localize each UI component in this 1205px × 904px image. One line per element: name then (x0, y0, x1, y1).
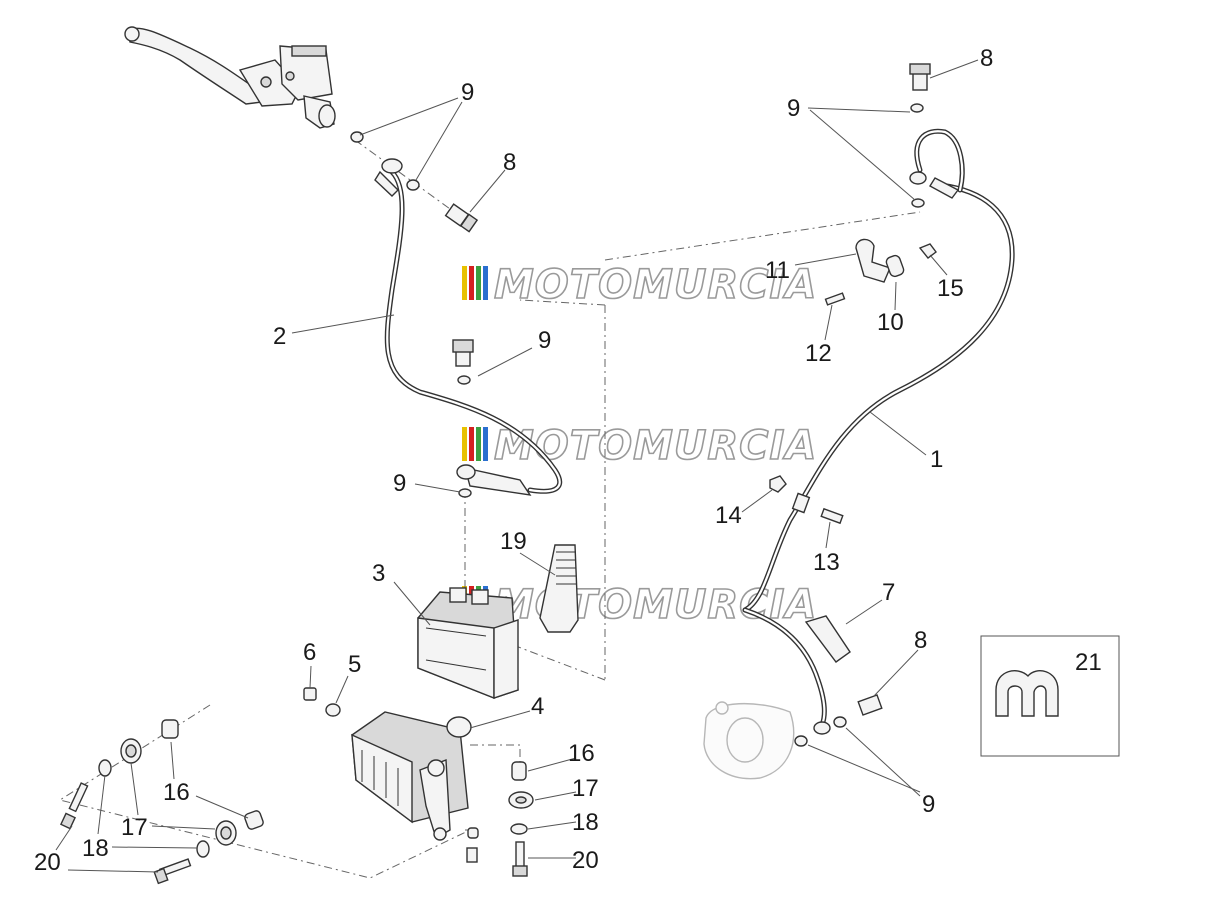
callout-17: 17 (121, 814, 148, 841)
callout-1: 1 (930, 446, 943, 473)
spacer-16-right (511, 761, 527, 781)
callout-18: 18 (572, 809, 599, 836)
rubber-17-right (508, 791, 534, 809)
spacer-16-upper (161, 719, 179, 739)
callout-18: 18 (82, 835, 109, 862)
callout-19: 19 (500, 528, 527, 555)
callout-17: 17 (572, 775, 599, 802)
callout-15: 15 (937, 275, 964, 302)
clip-7 (804, 615, 851, 663)
callout-3: 3 (372, 560, 385, 587)
bolt-20-upper (60, 782, 89, 830)
callout-16: 16 (163, 779, 190, 806)
callout-16: 16 (568, 740, 595, 767)
callout-10: 10 (877, 309, 904, 336)
washer-18-right (510, 823, 528, 835)
leader-lines (55, 59, 979, 873)
callout-9: 9 (787, 95, 800, 122)
callout-8: 8 (503, 149, 516, 176)
callout-7: 7 (882, 579, 895, 606)
brake-caliper-ghost (703, 701, 795, 780)
brake-lever-master-cylinder (124, 26, 336, 129)
watermark-top: MOTOMURCIA (462, 261, 817, 309)
svg-text:MOTOMURCIA: MOTOMURCIA (494, 262, 817, 308)
banjo-bolt-abs (452, 339, 474, 367)
callout-6: 6 (303, 639, 316, 666)
nut-14 (769, 475, 787, 493)
bolt-20-right (512, 841, 528, 877)
washer-5 (325, 703, 341, 717)
rubber-17-lower (215, 820, 237, 846)
rubber-17-upper (120, 738, 142, 764)
callout-20: 20 (572, 847, 599, 874)
callout-12: 12 (805, 340, 832, 367)
bolt-20-lower (153, 858, 192, 885)
callout-5: 5 (348, 651, 361, 678)
callout-9: 9 (461, 79, 474, 106)
callout-8: 8 (914, 627, 927, 654)
screw-6 (303, 687, 317, 701)
callout-14: 14 (715, 502, 742, 529)
callout-9: 9 (538, 327, 551, 354)
washer-18-lower (196, 840, 210, 858)
inset-box-21 (980, 635, 1120, 757)
brake-hose-1 (742, 128, 1015, 735)
callout-13: 13 (813, 549, 840, 576)
brake-hose-2 (374, 158, 563, 496)
callout-11: 11 (765, 257, 790, 284)
callout-9: 9 (393, 470, 406, 497)
abs-mounting-bracket (351, 711, 472, 841)
banjo-bolt-top-left (444, 203, 479, 233)
callout-2: 2 (273, 323, 286, 350)
hose-bracket (824, 238, 937, 306)
abs-unit (417, 587, 519, 700)
sealing-washers (350, 103, 925, 747)
spacer-16-lower (244, 810, 264, 830)
callout-9: 9 (922, 791, 935, 818)
callout-20: 20 (34, 849, 61, 876)
assembly-lines (58, 139, 921, 879)
callout-8: 8 (980, 45, 993, 72)
banjo-bolt-caliper (857, 694, 883, 716)
screw-13 (820, 507, 844, 525)
callout-21: 21 (1075, 649, 1102, 676)
bellows-19 (539, 544, 579, 633)
svg-text:MOTOMURCIA: MOTOMURCIA (494, 423, 817, 469)
callout-labels: 9 8 2 9 9 19 3 4 5 6 16 17 18 20 16 17 1… (34, 45, 1102, 876)
washer-18-upper (98, 759, 112, 777)
bolt-bracket-bottom (466, 827, 479, 863)
banjo-bolt-top-right (909, 63, 931, 91)
callout-4: 4 (531, 693, 544, 720)
